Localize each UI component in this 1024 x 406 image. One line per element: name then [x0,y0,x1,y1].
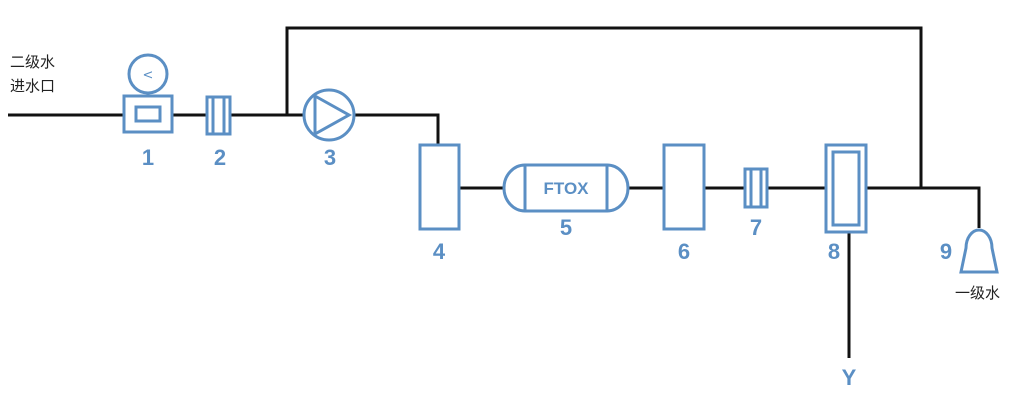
component-7-filter [743,167,769,209]
drain-label: Y [842,365,857,390]
label-7: 7 [750,215,762,240]
component-3-pump [302,88,356,142]
component-6-tank [662,143,706,231]
pipe-8-9 [866,186,981,228]
component-9-outlet-nozzle [959,228,999,274]
pipe-3-4 [354,113,440,145]
label-5: 5 [560,215,572,240]
gauge-icon [127,53,169,95]
component-2-filter [205,95,232,136]
component-4-tank [418,143,461,231]
label-4: 4 [433,239,446,264]
pump-triangle [313,93,353,137]
filter-body [205,95,232,136]
outlet-label: 一级水 [955,284,1000,302]
label-3: 3 [324,145,336,170]
reactor-label: FTOX [543,179,589,198]
pipes [8,26,981,358]
inlet-label-line1: 二级水 [10,53,55,71]
membrane-inner [831,150,861,227]
label-9: 9 [940,239,952,264]
gauge-symbol: < [143,68,154,83]
label-2: 2 [214,145,226,170]
recirculation-pipe [285,26,923,188]
label-8: 8 [828,239,840,264]
component-8-membrane [824,143,868,234]
inlet-label-line2: 进水口 [10,77,55,95]
label-1: 1 [142,145,154,170]
meter-window [134,105,162,123]
component-5-ftox-reactor: FTOX [502,163,630,213]
component-1-flowmeter: < [122,53,174,134]
filter-body [743,167,769,209]
label-6: 6 [678,239,690,264]
component-labels: 1 2 3 4 5 6 7 8 9 [142,145,952,264]
